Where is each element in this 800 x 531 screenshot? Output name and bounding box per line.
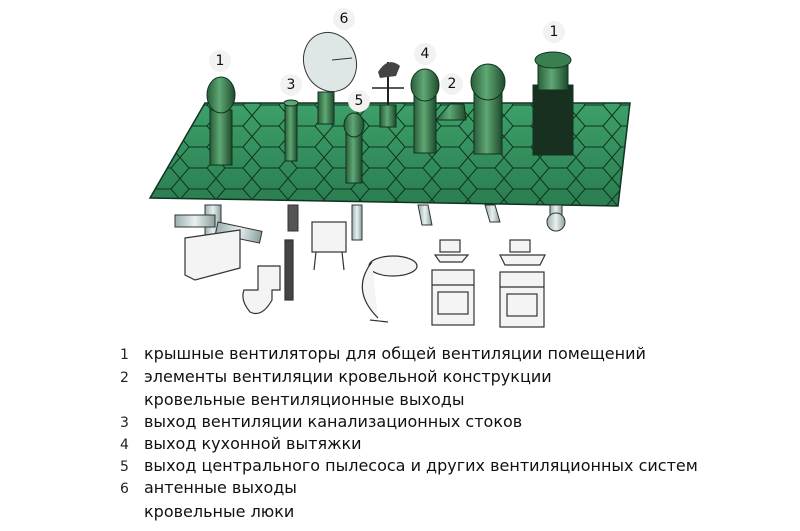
legend-text: крышные вентиляторы для общей вентиляции… xyxy=(144,344,646,363)
legend-number: 3 xyxy=(120,415,129,431)
legend-number: 6 xyxy=(120,481,129,497)
large-roof-vent xyxy=(470,63,506,155)
legend-row: 6 антенные выходы xyxy=(120,476,297,500)
legend-text: кровельные люки xyxy=(144,502,295,521)
legend-row: 1 крышные вентиляторы для общей вентиляци… xyxy=(120,342,646,366)
sewer-vent-pipe xyxy=(283,99,299,162)
marker-5: 5 xyxy=(348,90,370,112)
roof-ventilation-element xyxy=(434,103,467,121)
legend-number: 4 xyxy=(120,437,129,453)
legend-row: 5 выход центрального пылесоса и других ве… xyxy=(120,454,698,478)
roof-fan-vent xyxy=(206,76,236,166)
marker-4: 4 xyxy=(414,43,436,65)
legend-text: выход центрального пылесоса и других вен… xyxy=(144,456,698,475)
marker-3: 3 xyxy=(280,74,302,96)
legend-text: выход кухонной вытяжки xyxy=(144,434,362,453)
legend-text: выход вентиляции канализационных стоков xyxy=(144,412,523,431)
legend-number: 2 xyxy=(120,370,129,386)
weather-vane xyxy=(372,62,404,128)
legend-row: кровельные вентиляционные выходы xyxy=(120,388,464,412)
antenna-dish xyxy=(303,31,357,125)
roof-surface xyxy=(148,102,631,207)
legend-row: 2 элементы вентиляции кровельной конструк… xyxy=(120,365,552,389)
marker-2: 2 xyxy=(441,73,463,95)
appliances xyxy=(184,221,546,328)
marker-1-right: 1 xyxy=(543,21,565,43)
legend-row: 3 выход вентиляции канализационных стоков xyxy=(120,410,522,434)
legend-number: 5 xyxy=(120,459,129,475)
legend-text: антенные выходы xyxy=(144,478,297,497)
marker-1-left: 1 xyxy=(209,50,231,72)
roof-fan-box xyxy=(532,51,574,156)
legend-text: элементы вентиляции кровельной конструкц… xyxy=(144,367,552,386)
legend-number: 1 xyxy=(120,347,129,363)
legend-row: 4 выход кухонной вытяжки xyxy=(120,432,362,456)
marker-6: 6 xyxy=(333,8,355,30)
legend-text: кровельные вентиляционные выходы xyxy=(144,390,465,409)
legend-row: кровельные люки xyxy=(120,500,294,524)
roof-ventilation-illustration xyxy=(148,31,631,328)
kitchen-hood-vent xyxy=(410,68,440,154)
vacuum-vent xyxy=(343,112,365,184)
